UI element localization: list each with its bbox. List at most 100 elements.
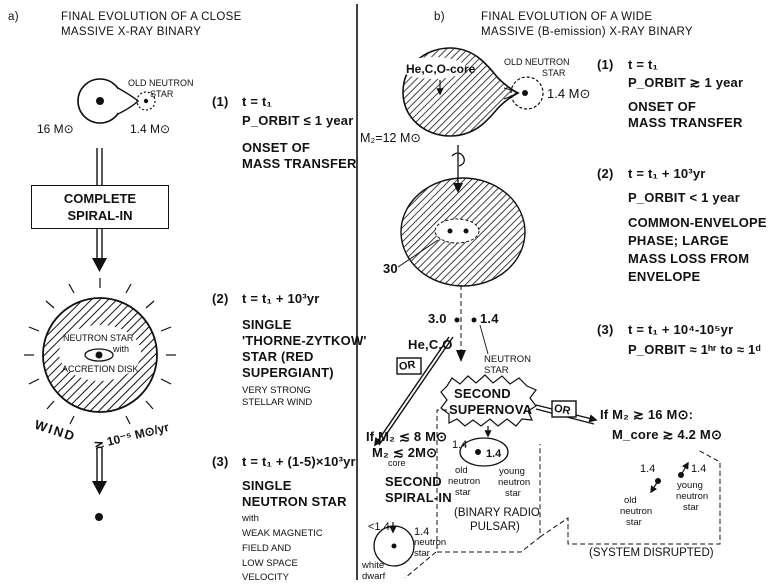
disr-old-2: neutron	[620, 506, 653, 517]
panel-b-heading-1: FINAL EVOLUTION OF A WIDE	[481, 11, 653, 23]
a-step3-l8: VELOCITY	[242, 572, 289, 583]
disr-young-2: neutron	[676, 491, 709, 502]
core-label: He,C,O-core	[406, 62, 476, 76]
a-step2-l6: VERY STRONG	[242, 385, 311, 396]
spiral-box-line-2: SPIRAL-IN	[67, 208, 133, 223]
ns-inside-2: with	[113, 344, 130, 354]
disr-old-3: star	[626, 517, 642, 528]
wide-m14: 1.4 M⊙	[547, 86, 591, 101]
disr-old-mass: 1.4	[640, 463, 656, 475]
or-box-left	[396, 357, 422, 375]
mass-14: 1.4 M⊙	[130, 122, 171, 136]
cond-left-2: M₂ ≲ 2M⊙	[372, 445, 438, 460]
radio-pulsar-orbit	[459, 437, 509, 467]
panel-b-letter: b)	[434, 11, 445, 23]
disr-young-mass: 1.4	[691, 463, 707, 475]
or-box-right	[551, 400, 577, 418]
a-step3-l6: FIELD AND	[242, 543, 292, 554]
radio-pulsar-2: PULSAR)	[470, 521, 520, 533]
panel-b-heading-2: MASSIVE (B-emission) X-RAY BINARY	[481, 26, 693, 38]
cond-right-1: If M₂ ≳ 16 M⊙:	[600, 407, 694, 422]
b-step1-l4: MASS TRANSFER	[628, 115, 743, 130]
wide-old-ns-1: OLD NEUTRON	[504, 57, 570, 67]
radio-old-3: star	[455, 487, 471, 498]
wd-label-1: white	[362, 560, 385, 571]
wd-label-2: dwarf	[362, 571, 386, 582]
radio-young-1: young	[499, 466, 525, 477]
radio-old-1: old	[455, 465, 468, 476]
wd-ns-1: 1.4	[414, 526, 430, 538]
a-step3-l4: with	[242, 513, 259, 524]
radio-old-mass: 1.4	[452, 439, 468, 451]
close-binary-figure	[77, 78, 156, 124]
a-step2-l7: STELLAR WIND	[242, 397, 313, 408]
radio-young-3: star	[505, 488, 521, 499]
a-step3-num: (3)	[212, 454, 229, 469]
a-step1-l4: MASS TRANSFER	[242, 156, 357, 171]
old-ns-label-1: OLD NEUTRON	[128, 78, 194, 88]
a-step2-l1: t = t₁ + 10³yr	[242, 291, 320, 306]
b-step1-l1: t = t₁	[628, 57, 659, 72]
a-step2-l2: SINGLE	[242, 317, 292, 332]
a-step2-l5: SUPERGIANT)	[242, 365, 334, 380]
b-step2-l5: MASS LOSS FROM	[628, 251, 750, 266]
second-sn-1: SECOND	[454, 386, 511, 401]
radio-old-2: neutron	[448, 476, 481, 487]
wide-binary-figure	[400, 47, 544, 137]
a-step2-l3: 'THORNE-ZYTKOW'	[242, 333, 367, 348]
b-step2-l4: PHASE; LARGE	[628, 233, 729, 248]
ns-inside-3: ACCRETION DISK	[62, 364, 139, 374]
b-step3-l2: P_ORBIT ≈ 1ʰʳ to ≈ 1ᵈ	[628, 342, 761, 357]
b-step2-l2: P_ORBIT < 1 year	[628, 190, 740, 205]
a-step3-l1: t = t₁ + (1-5)×10³yr	[242, 454, 356, 469]
b-step1-num: (1)	[597, 57, 614, 72]
system-disrupted: (SYSTEM DISRUPTED)	[589, 547, 714, 559]
a-step1-num: (1)	[212, 94, 229, 109]
thorne-zytkow-star	[42, 297, 158, 413]
m2-label: M₂=12 M⊙	[360, 131, 421, 145]
common-envelope-figure	[397, 177, 526, 287]
a-step2-num: (2)	[212, 291, 229, 306]
a-step2-l4: STAR (RED	[242, 349, 314, 364]
wide-old-ns-2: STAR	[542, 68, 566, 78]
label-3-0: 3.0	[428, 311, 447, 326]
b-step1-l3: ONSET OF	[628, 99, 697, 114]
b-step2-l3: COMMON-ENVELOPE	[628, 215, 767, 230]
mass-16: 16 M⊙	[37, 122, 74, 136]
panel-a-letter: a)	[8, 11, 19, 23]
b-step1-l2: P_ORBIT ≳ 1 year	[628, 75, 744, 90]
disr-old-1: old	[624, 495, 637, 506]
ns-label-1: NEUTRON	[484, 354, 531, 365]
wd-mass: <1.4	[368, 521, 390, 533]
second-spiral-2: SPIRAL-IN	[385, 490, 452, 505]
ns-inside-1: NEUTRON STAR	[63, 333, 134, 343]
white-dwarf-orbit	[373, 525, 415, 567]
a-step3-l2: SINGLE	[242, 478, 292, 493]
label-1-4: 1.4	[480, 311, 499, 326]
cond-left-1: If M₂ ≲ 8 M⊙	[366, 429, 448, 444]
supernova-burst	[440, 374, 537, 427]
wind-rays	[24, 278, 176, 425]
cond-right-2: M_core ≳ 4.2 M⊙	[612, 427, 723, 442]
a-step3-l3: NEUTRON STAR	[242, 494, 347, 509]
label-heco: He,C,O	[408, 337, 453, 352]
panel-a-heading-2: MASSIVE X-RAY BINARY	[61, 26, 202, 38]
second-spiral-1: SECOND	[385, 474, 442, 489]
cond-left-3: core	[388, 458, 406, 468]
a-step1-l3: ONSET OF	[242, 140, 311, 155]
label-30: 30	[383, 261, 398, 276]
single-neutron-star	[95, 513, 103, 521]
b-step2-l1: t = t₁ + 10³yr	[628, 166, 706, 181]
a-step1-l1: t = t₁	[242, 94, 273, 109]
or-left-label: OR	[398, 358, 417, 374]
b-step2-num: (2)	[597, 166, 614, 181]
panel-a-heading-1: FINAL EVOLUTION OF A CLOSE	[61, 11, 242, 23]
a-step1-l2: P_ORBIT ≤ 1 year	[242, 113, 354, 128]
complete-spiral-in-box: COMPLETE SPIRAL-IN	[31, 185, 169, 229]
disr-young-1: young	[677, 480, 703, 491]
b-step2-l6: ENVELOPE	[628, 269, 701, 284]
old-ns-label-2: STAR	[150, 89, 174, 99]
wd-ns-2: neutron	[414, 537, 447, 548]
radio-young-mass: 1.4	[486, 448, 502, 460]
